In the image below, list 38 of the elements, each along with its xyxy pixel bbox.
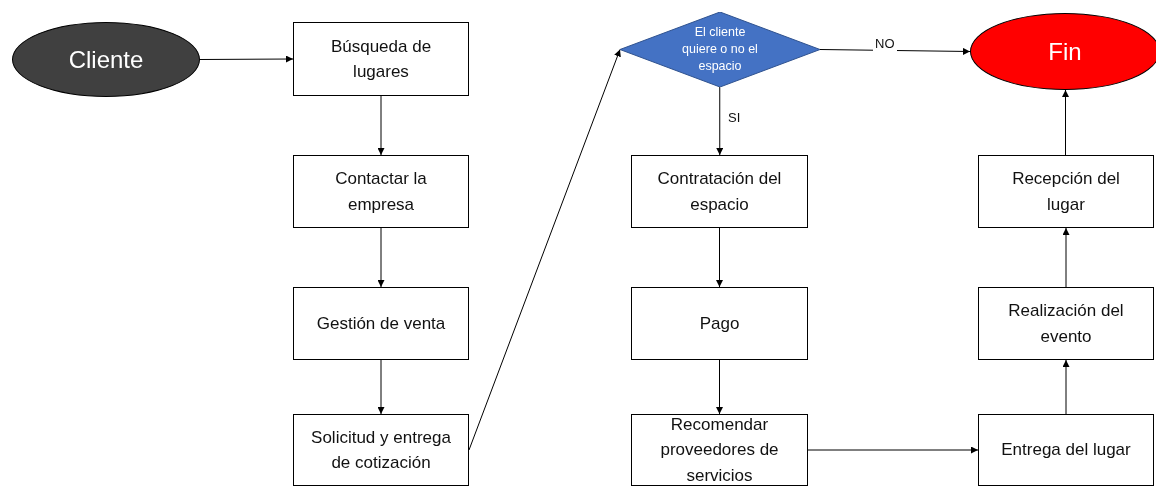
arrow xyxy=(199,55,294,63)
node-text: Contactar la empresa xyxy=(334,168,428,216)
node-text: Cliente xyxy=(68,45,144,74)
arrow xyxy=(716,359,723,415)
edge-label: NO xyxy=(873,36,897,52)
node-text: Búsqueda de lugares xyxy=(329,35,433,83)
process-box xyxy=(293,287,469,360)
arrow xyxy=(468,49,621,451)
arrow xyxy=(716,86,724,156)
node-text: Solicitud y entrega de cotización xyxy=(310,426,452,474)
arrow xyxy=(807,446,979,454)
node-text: Pago xyxy=(699,312,740,335)
process-box xyxy=(293,414,469,486)
arrow xyxy=(716,227,723,288)
arrow xyxy=(377,227,385,288)
process-box xyxy=(978,155,1154,228)
process-box xyxy=(978,287,1154,360)
node-text: Recomendar proveedores de servicios xyxy=(659,413,780,487)
arrow xyxy=(819,47,971,55)
node-text: Recepción del lugar xyxy=(1011,168,1121,216)
node-text: Realización del evento xyxy=(1007,300,1125,348)
decision-diamond xyxy=(620,12,820,87)
node-text: Contratación del espacio xyxy=(656,168,783,216)
arrow xyxy=(377,359,385,415)
arrow xyxy=(1062,359,1070,415)
node-text: El cliente quiere o no el espacio xyxy=(681,24,759,75)
process-box xyxy=(631,155,808,228)
process-box xyxy=(293,22,469,96)
node-text: Gestión de venta xyxy=(316,312,446,335)
node-text: Fin xyxy=(1048,37,1082,66)
arrow xyxy=(1062,89,1069,156)
process-box xyxy=(293,155,469,228)
process-box xyxy=(978,414,1154,486)
process-box xyxy=(631,287,808,360)
process-box xyxy=(631,414,808,486)
arrow xyxy=(1062,227,1070,288)
arrow xyxy=(377,95,385,156)
node-text: Entrega del lugar xyxy=(1001,439,1131,462)
